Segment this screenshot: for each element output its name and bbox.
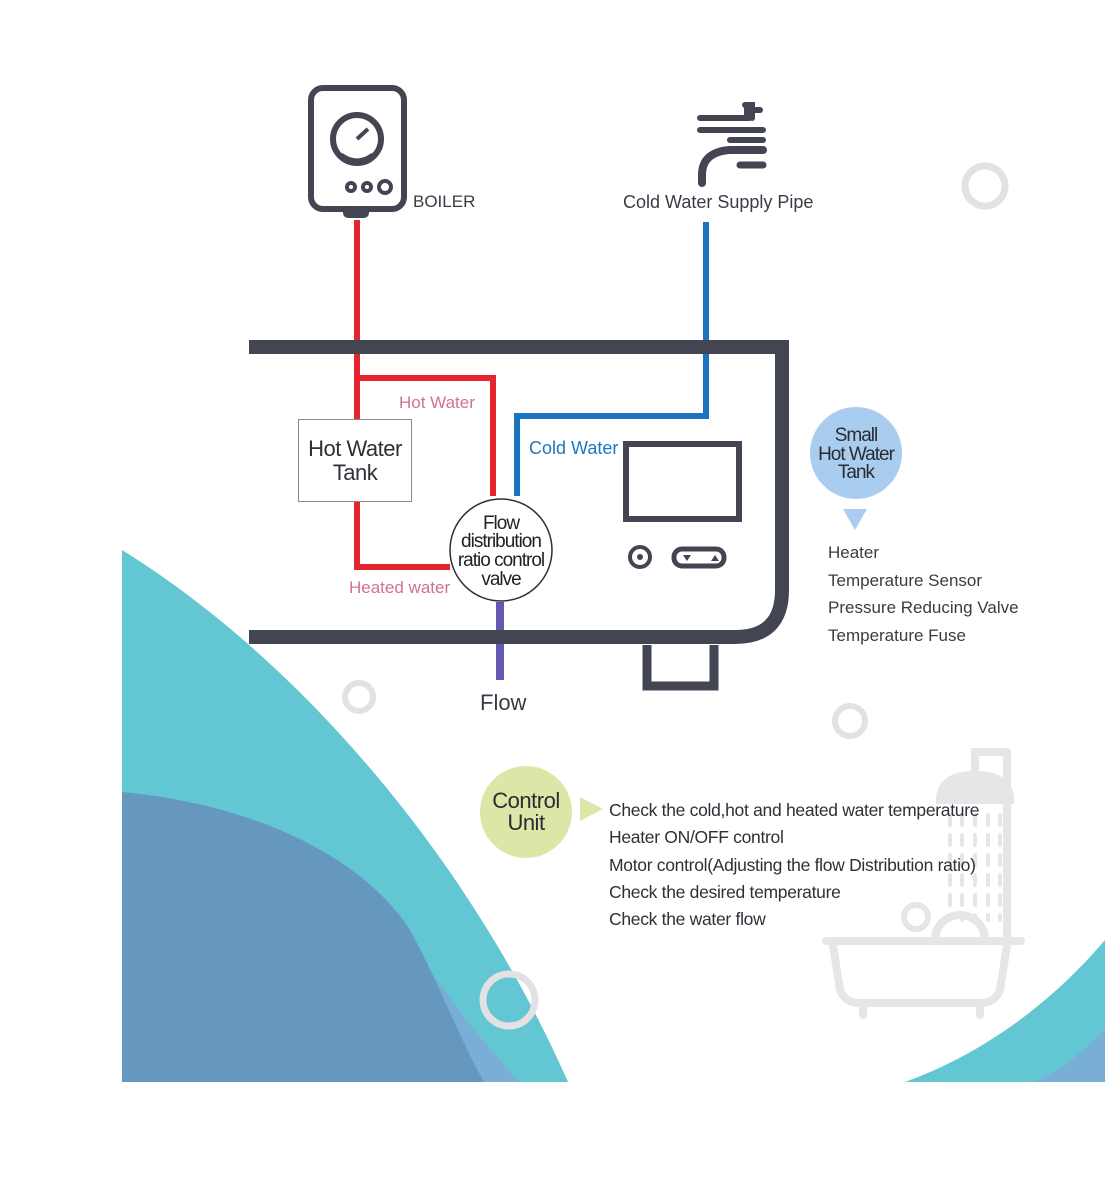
hot-water-label: Hot Water bbox=[399, 393, 475, 412]
bubble-small bbox=[901, 902, 931, 932]
hot-water-tank-box: Hot Water Tank bbox=[298, 419, 412, 502]
bathtub-shower-illustration bbox=[822, 748, 1025, 1019]
valve-line3: ratio control bbox=[457, 550, 545, 571]
appliance-frame bbox=[249, 340, 789, 691]
function-item: Check the water flow bbox=[609, 909, 766, 930]
shower-head bbox=[935, 770, 1015, 804]
boiler-label: BOILER bbox=[413, 192, 476, 211]
wave-blue-right bbox=[1035, 1030, 1105, 1082]
cold-water-supply-pipe-label: Cold Water Supply Pipe bbox=[623, 192, 814, 212]
bubble-large bbox=[931, 911, 989, 944]
small-tank-badge bbox=[810, 407, 902, 499]
shower-arm bbox=[971, 748, 1011, 779]
heated-water-pipe bbox=[354, 502, 450, 570]
valve-line1: Flow bbox=[482, 512, 520, 534]
valve-line4: valve bbox=[481, 568, 521, 590]
component-item: Pressure Reducing Valve bbox=[828, 598, 1019, 617]
display-screen bbox=[623, 441, 742, 522]
background-waves bbox=[122, 550, 1105, 1082]
outlet-bracket bbox=[642, 645, 719, 691]
small-tank-line3: Tank bbox=[837, 462, 875, 484]
hot-water-branch-pipe bbox=[357, 375, 496, 496]
function-item: Check the desired temperature bbox=[609, 881, 841, 902]
control-unit-badge bbox=[480, 766, 572, 858]
flow-label: Flow bbox=[480, 690, 527, 715]
control-unit-line2: Unit bbox=[507, 810, 545, 835]
hot-water-tank-line2: Tank bbox=[332, 459, 378, 485]
tub-body bbox=[829, 941, 1011, 1007]
power-knob bbox=[628, 545, 652, 569]
control-unit-label: Control Unit bbox=[481, 767, 571, 857]
heated-water-label: Heated water bbox=[349, 578, 451, 597]
control-unit-line1: Control bbox=[492, 788, 560, 813]
hot-water-tank-line1: Hot Water bbox=[308, 436, 402, 462]
wave-blue-left bbox=[122, 792, 484, 1082]
tub-feet bbox=[859, 999, 984, 1019]
wave-teal-right bbox=[905, 940, 1105, 1082]
function-item: Heater ON/OFF control bbox=[609, 827, 784, 848]
cold-water-label: Cold Water bbox=[529, 438, 619, 458]
pipes bbox=[354, 220, 709, 680]
control-buttons bbox=[671, 546, 727, 569]
decorative-rings bbox=[342, 162, 1009, 1030]
ring-left bbox=[342, 680, 376, 714]
ring-middle bbox=[832, 703, 868, 739]
component-item: Temperature Sensor bbox=[828, 570, 983, 590]
component-item: Temperature Fuse bbox=[828, 625, 966, 645]
component-item: Heater bbox=[828, 543, 880, 562]
cold-water-pipe bbox=[514, 222, 709, 496]
small-tank-line1: Small bbox=[834, 425, 879, 447]
function-item: Motor control(Adjusting the flow Distrib… bbox=[609, 854, 976, 875]
function-item: Check the cold,hot and heated water temp… bbox=[609, 800, 980, 820]
control-unit-function-list: Check the cold,hot and heated water temp… bbox=[609, 800, 979, 936]
small-tank-label: Small Hot Water Tank bbox=[809, 423, 903, 487]
valve-line2: distribution bbox=[461, 531, 542, 553]
small-tank-component-list: Heater Temperature Sensor Pressure Reduc… bbox=[828, 543, 1019, 653]
small-tank-line2: Hot Water bbox=[818, 443, 895, 465]
right-triangle-icon bbox=[580, 797, 603, 821]
boiler-icon bbox=[308, 85, 407, 218]
valve-circle bbox=[449, 498, 553, 602]
ring-top-right bbox=[961, 162, 1009, 210]
faucet-icon bbox=[697, 102, 767, 187]
flow-valve-label: Flow distribution ratio control valve bbox=[449, 512, 553, 592]
down-triangle-icon bbox=[843, 509, 867, 530]
ring-bottom bbox=[479, 970, 539, 1030]
